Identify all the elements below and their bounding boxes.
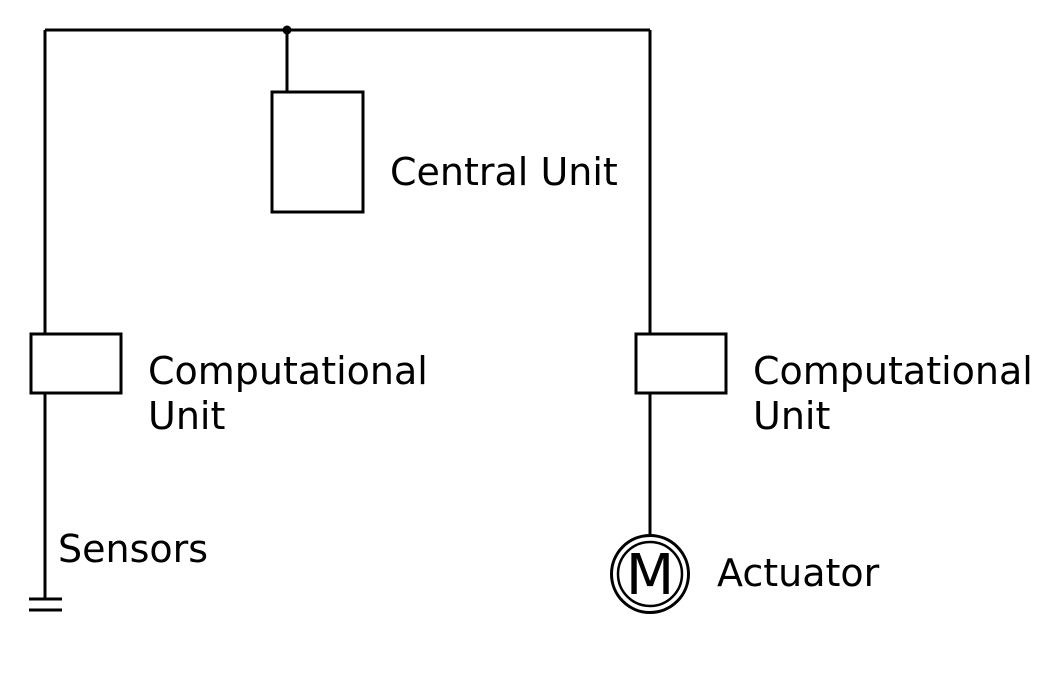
- central-unit-box: [270, 90, 365, 214]
- left-computational-unit-box: [29, 332, 123, 395]
- ground-icon: [29, 597, 62, 612]
- left-computational-unit-label: Computational Unit: [148, 349, 440, 438]
- right-computational-unit-label-line1: Computational: [753, 349, 1033, 393]
- central-unit-label: Central Unit: [390, 150, 618, 194]
- right-computational-unit-label-line2: Unit: [753, 394, 830, 438]
- right-computational-unit-box: [634, 332, 728, 395]
- motor-icon: M: [610, 534, 690, 614]
- left-computational-unit-label-line1: Computational: [148, 349, 428, 393]
- right-computational-unit-label: Computational Unit: [753, 349, 1045, 438]
- motor-symbol-letter: M: [626, 543, 674, 608]
- actuator-label: Actuator: [717, 551, 880, 595]
- left-computational-unit-label-line2: Unit: [148, 394, 225, 438]
- sensors-label: Sensors: [58, 527, 208, 571]
